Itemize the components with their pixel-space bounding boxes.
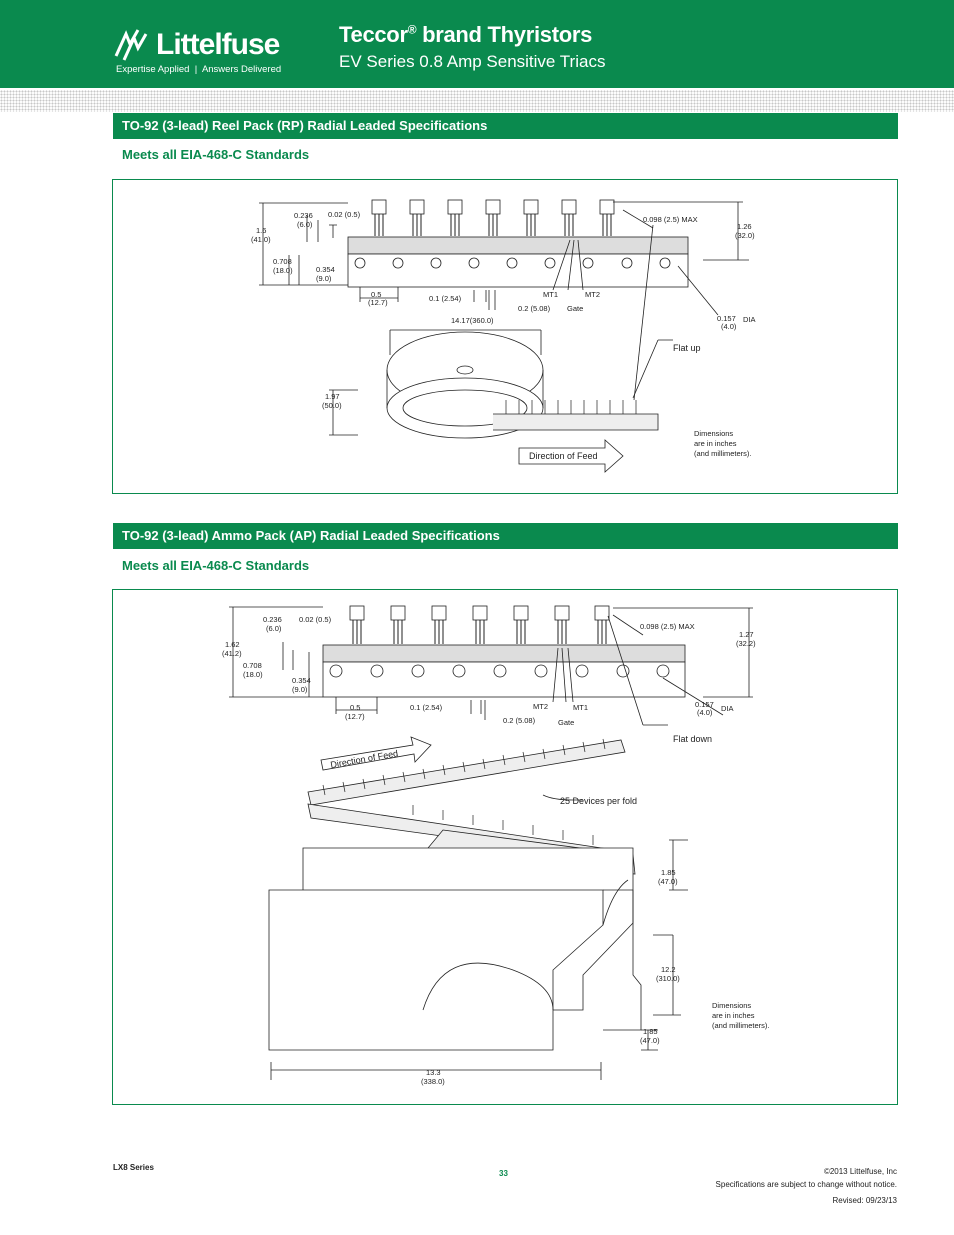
svg-text:(32.0): (32.0) — [735, 231, 755, 240]
svg-text:Direction of Feed: Direction of Feed — [529, 451, 598, 461]
section1-subheading: Meets all EIA-468-C Standards — [122, 147, 310, 162]
svg-text:1.6: 1.6 — [256, 226, 266, 235]
svg-text:(310.0): (310.0) — [656, 974, 680, 983]
svg-text:(9.0): (9.0) — [316, 274, 332, 283]
svg-text:DIA: DIA — [743, 315, 756, 324]
svg-text:1.85: 1.85 — [661, 868, 676, 877]
svg-text:Dimensions: Dimensions — [712, 1001, 751, 1010]
svg-text:12.2: 12.2 — [661, 965, 676, 974]
section2-diagram-frame: 1.62 (41.2) 0.236 (6.0) 0.02 (0.5) 0.708… — [112, 589, 898, 1105]
svg-text:0.354: 0.354 — [292, 676, 311, 685]
svg-text:(47.0): (47.0) — [658, 877, 678, 886]
svg-text:MT2: MT2 — [533, 702, 548, 711]
footer-copyright: ©2013 Littelfuse, Inc — [823, 1167, 897, 1176]
svg-text:are in inches: are in inches — [694, 439, 737, 448]
svg-text:(47.0): (47.0) — [640, 1036, 660, 1045]
svg-text:Flat down: Flat down — [673, 734, 712, 744]
svg-text:(4.0): (4.0) — [697, 708, 713, 717]
page-title: Teccor® brand Thyristors — [339, 22, 593, 47]
svg-text:(6.0): (6.0) — [266, 624, 282, 633]
svg-text:0.5: 0.5 — [350, 703, 360, 712]
svg-text:MT1: MT1 — [573, 703, 588, 712]
svg-text:1.62: 1.62 — [225, 640, 240, 649]
svg-text:0.098 (2.5) MAX: 0.098 (2.5) MAX — [640, 622, 695, 631]
svg-text:(12.7): (12.7) — [368, 298, 388, 307]
littelfuse-logo: Littelfuse Expertise Applied | Answers D… — [110, 22, 282, 77]
svg-text:0.236: 0.236 — [263, 615, 282, 624]
svg-text:(32.2): (32.2) — [736, 639, 756, 648]
svg-text:14.17(360.0): 14.17(360.0) — [451, 316, 494, 325]
section1-diagram-frame: 1.6 (41.0) 0.236 (6.0) 0.02 (0.5) 0.708 … — [112, 179, 898, 494]
svg-text:0.2 (5.08): 0.2 (5.08) — [518, 304, 551, 313]
svg-text:0.02 (0.5): 0.02 (0.5) — [328, 210, 361, 219]
reel-pack-diagram: 1.6 (41.0) 0.236 (6.0) 0.02 (0.5) 0.708 … — [251, 199, 756, 473]
svg-text:1.27: 1.27 — [739, 630, 754, 639]
logo-text: Littelfuse — [156, 28, 280, 61]
svg-text:13.3: 13.3 — [426, 1068, 441, 1077]
footer-revised: Revised: 09/23/13 — [832, 1196, 898, 1205]
section1-heading: TO-92 (3-lead) Reel Pack (RP) Radial Lea… — [113, 113, 898, 139]
svg-text:(41.2): (41.2) — [222, 649, 242, 658]
svg-text:0.236: 0.236 — [294, 211, 313, 220]
svg-text:(4.0): (4.0) — [721, 322, 737, 331]
svg-text:Dimensions: Dimensions — [694, 429, 733, 438]
littelfuse-mark-icon — [114, 29, 148, 61]
svg-text:(18.0): (18.0) — [273, 266, 293, 275]
svg-text:1.97: 1.97 — [325, 392, 340, 401]
svg-text:1.26: 1.26 — [737, 222, 752, 231]
svg-text:are in inches: are in inches — [712, 1011, 755, 1020]
svg-text:MT2: MT2 — [585, 290, 600, 299]
svg-text:(50.0): (50.0) — [322, 401, 342, 410]
svg-text:0.157: 0.157 — [717, 314, 736, 323]
svg-text:Gate: Gate — [567, 304, 583, 313]
page-number: 33 — [499, 1169, 508, 1178]
section2-subheading: Meets all EIA-468-C Standards — [122, 558, 310, 573]
svg-text:0.2 (5.08): 0.2 (5.08) — [503, 716, 536, 725]
svg-text:(6.0): (6.0) — [297, 220, 313, 229]
svg-text:Gate: Gate — [558, 718, 574, 727]
svg-text:DIA: DIA — [721, 704, 734, 713]
svg-text:0.1 (2.54): 0.1 (2.54) — [429, 294, 462, 303]
svg-text:0.708: 0.708 — [243, 661, 262, 670]
svg-text:Flat up: Flat up — [673, 343, 701, 353]
header-banner: Littelfuse Expertise Applied | Answers D… — [0, 0, 954, 88]
svg-text:(and millimeters).: (and millimeters). — [694, 449, 752, 458]
svg-text:(9.0): (9.0) — [292, 685, 308, 694]
svg-text:0.1 (2.54): 0.1 (2.54) — [410, 703, 443, 712]
footer-notice: Specifications are subject to change wit… — [715, 1180, 897, 1189]
svg-text:(18.0): (18.0) — [243, 670, 263, 679]
logo-tagline: Expertise Applied | Answers Delivered — [116, 64, 282, 75]
footer-series: LX8 Series — [113, 1163, 154, 1172]
svg-text:(and millimeters).: (and millimeters). — [712, 1021, 770, 1030]
page-subtitle: EV Series 0.8 Amp Sensitive Triacs — [339, 52, 606, 71]
svg-text:0.157: 0.157 — [695, 700, 714, 709]
section2-heading: TO-92 (3-lead) Ammo Pack (AP) Radial Lea… — [113, 523, 898, 549]
svg-text:0.354: 0.354 — [316, 265, 335, 274]
svg-text:25 Devices per fold: 25 Devices per fold — [560, 796, 637, 806]
svg-text:MT1: MT1 — [543, 290, 558, 299]
svg-text:0.098 (2.5) MAX: 0.098 (2.5) MAX — [643, 215, 698, 224]
dot-pattern-divider — [0, 90, 954, 112]
ammo-pack-diagram: 1.62 (41.2) 0.236 (6.0) 0.02 (0.5) 0.708… — [222, 605, 770, 1086]
svg-text:Direction of Feed: Direction of Feed — [330, 748, 399, 770]
svg-text:1.85: 1.85 — [643, 1027, 658, 1036]
svg-text:(338.0): (338.0) — [421, 1077, 445, 1086]
svg-text:0.5: 0.5 — [371, 290, 381, 299]
svg-text:(41.0): (41.0) — [251, 235, 271, 244]
svg-text:(12.7): (12.7) — [345, 712, 365, 721]
svg-text:0.02 (0.5): 0.02 (0.5) — [299, 615, 332, 624]
svg-text:0.708: 0.708 — [273, 257, 292, 266]
